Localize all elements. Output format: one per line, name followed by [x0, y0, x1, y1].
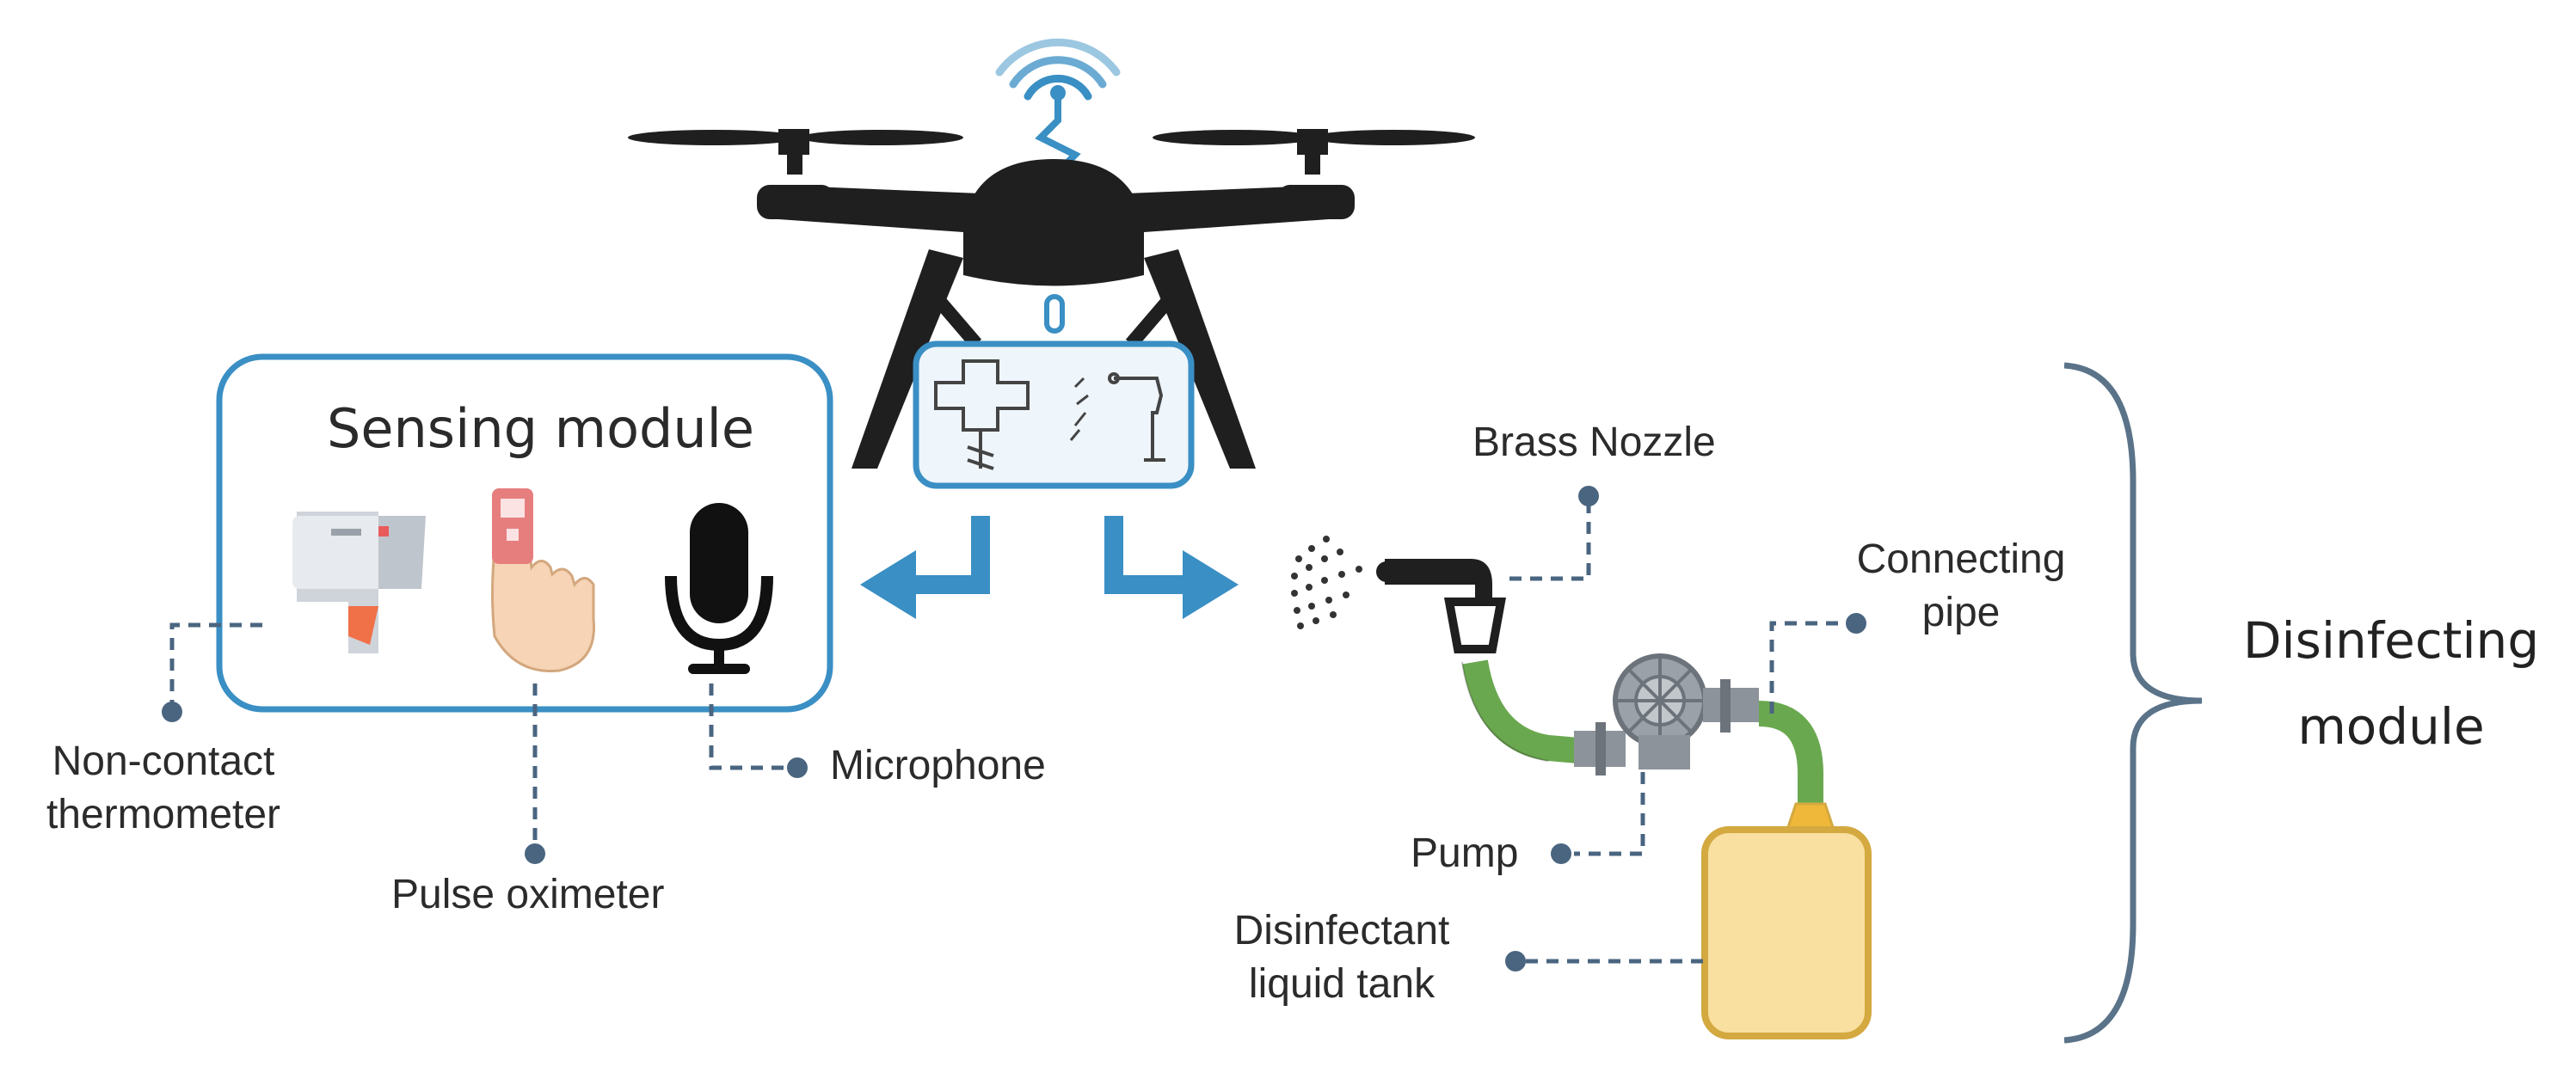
sensing-module-box	[216, 353, 833, 713]
tank-label: Disinfectant liquid tank	[1233, 908, 1450, 1007]
payload-box	[913, 340, 1195, 489]
medical-cross-icon	[934, 359, 1030, 470]
disinfecting-brace	[2063, 362, 2203, 1044]
pulse-oximeter-icon	[491, 488, 595, 672]
thermometer-label: Non-contact thermometer	[46, 739, 281, 837]
microphone-icon	[665, 503, 773, 674]
spray-nozzle-icon	[1069, 372, 1165, 462]
thermometer-gun-icon	[292, 512, 426, 653]
tank-icon	[1701, 802, 1872, 1039]
connecting-pipe	[1462, 659, 1823, 804]
microphone-label: Microphone	[830, 743, 1046, 788]
disinfecting-module-title: Disinfecting module	[2242, 611, 2540, 756]
oximeter-label: Pulse oximeter	[391, 872, 665, 917]
sensing-leaders	[169, 622, 787, 847]
sensing-module-title: Sensing module	[327, 397, 755, 460]
brass-nozzle-icon	[1376, 559, 1506, 653]
spray-icon	[1291, 536, 1362, 629]
pump-icon	[1574, 653, 1759, 775]
disinfecting-leaders	[1509, 503, 1845, 964]
drone-icon	[628, 129, 1475, 469]
arrow-to-sensing	[860, 516, 990, 619]
nozzle-label: Brass Nozzle	[1472, 420, 1716, 465]
pump-label: Pump	[1411, 831, 1519, 876]
arrow-to-disinfecting	[1104, 516, 1239, 619]
pipe-label: Connecting pipe	[1856, 536, 2066, 635]
